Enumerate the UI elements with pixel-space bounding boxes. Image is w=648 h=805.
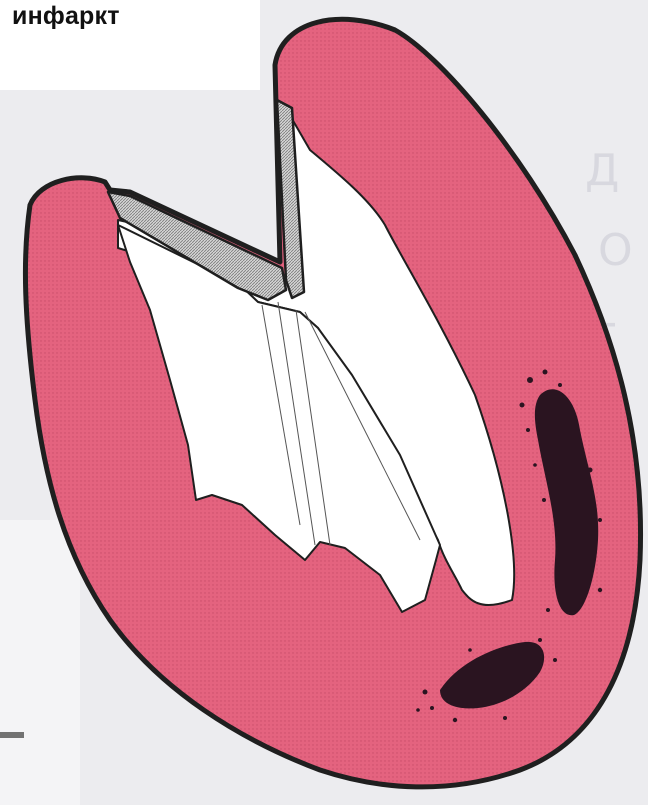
heart-section-diagram — [0, 0, 648, 805]
